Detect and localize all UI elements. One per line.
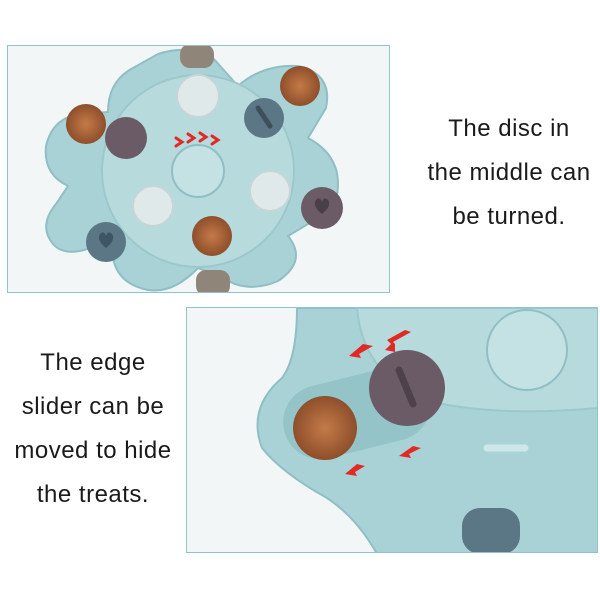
treat-well [192, 216, 232, 256]
slate-slider-cover [462, 508, 520, 552]
taupe-slider-cover [180, 46, 214, 68]
caption-line: the treats. [36, 481, 150, 508]
treat-well [280, 66, 320, 106]
heart-icon [314, 198, 330, 214]
toy-closeup-illustration [256, 308, 597, 552]
top-photo-panel [7, 45, 390, 293]
clear-cover [176, 74, 220, 118]
toy-top-illustration [44, 46, 343, 292]
taupe-slider-cover [196, 270, 230, 292]
bone-icon [395, 366, 417, 408]
bottom-photo-panel [186, 307, 598, 553]
disc-caption: The disc in the middle can be turned. [418, 107, 600, 239]
bone-icon [255, 105, 273, 129]
caption-line: be turned. [452, 203, 566, 230]
caption-line: The disc in [448, 115, 570, 142]
disc-hub [171, 144, 225, 198]
heart-icon [98, 232, 114, 248]
caption-line: the middle can [427, 159, 591, 186]
clear-cover [249, 170, 291, 212]
red-arrow-icon [174, 131, 221, 148]
caption-line: slider can be [21, 393, 165, 420]
red-arrow-icon [345, 330, 421, 476]
plum-slider-cover [105, 117, 147, 159]
treat-well [293, 396, 357, 460]
disc-hub [486, 309, 568, 391]
caption-line: moved to hide [14, 437, 172, 464]
caption-line: The edge [40, 349, 146, 376]
slider-caption: The edge slider can be moved to hide the… [0, 341, 186, 517]
clear-cover [132, 185, 174, 227]
treat-well [66, 104, 106, 144]
